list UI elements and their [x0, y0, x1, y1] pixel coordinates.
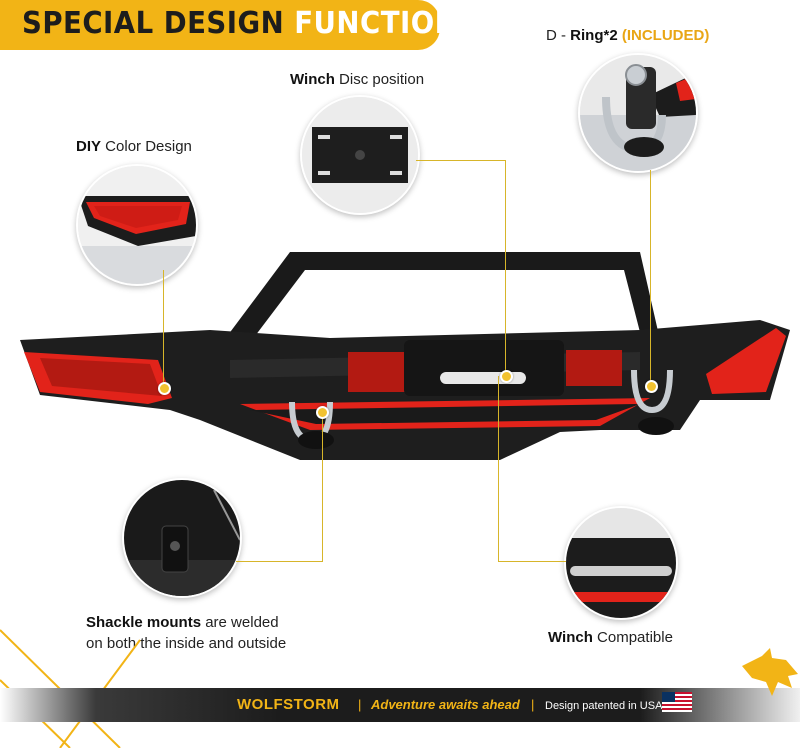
marker-dot-d-ring — [645, 380, 658, 393]
footer-separator-2: | — [531, 697, 535, 712]
marker-dot-winch-disc — [500, 370, 513, 383]
leader-line-winch-compat-v — [498, 376, 499, 562]
winch-compatible-detail-image — [566, 508, 676, 618]
label-d-ring-included: (INCLUDED) — [621, 27, 710, 44]
footer-patent: Design patented in USA — [545, 700, 663, 712]
shackle-mount-detail-image — [124, 480, 240, 596]
label-d-ring-prefix: D - — [546, 27, 571, 44]
us-flag-icon — [662, 692, 692, 712]
label-d-ring-bold: Ring*2 — [570, 27, 618, 44]
leader-line-shackle-h — [236, 561, 323, 562]
label-shackle-rest: are welded — [201, 614, 279, 631]
footer-separator-1: | — [358, 697, 362, 712]
label-diy-rest: Color Design — [101, 138, 192, 155]
banner-background — [0, 0, 440, 50]
label-shackle-line1: Shackle mounts are welded — [86, 614, 279, 631]
label-winch-compatible: Winch Compatible — [548, 629, 673, 646]
label-winch-disc-bold: Winch — [290, 71, 335, 88]
marker-dot-diy — [158, 382, 171, 395]
label-shackle-line2: on both the inside and outside — [86, 635, 287, 652]
label-winch-compat-rest: Compatible — [592, 629, 673, 646]
leader-line-d-ring — [650, 170, 651, 385]
circle-winch-compatible-detail — [564, 506, 678, 620]
circle-winch-disc-detail — [300, 95, 420, 215]
footer-brand: WOLFSTORM — [237, 696, 340, 713]
circle-shackle-mount-detail — [122, 478, 242, 598]
banner-word-special-design: SPECIAL DESIGN — [22, 6, 285, 41]
wolf-logo-icon — [742, 648, 798, 696]
circle-diy-color-detail — [76, 164, 198, 286]
circle-d-ring-detail — [578, 53, 698, 173]
marker-dot-shackle — [316, 406, 329, 419]
footer-slogan: Adventure awaits ahead — [371, 697, 520, 712]
leader-line-diy — [163, 270, 164, 385]
winch-disc-detail-image — [302, 97, 418, 213]
banner-title: SPECIAL DESIGN FUNCTION — [22, 6, 458, 41]
label-d-ring: D - Ring*2 (INCLUDED) — [546, 27, 709, 44]
label-winch-compat-bold: Winch — [548, 629, 593, 646]
label-shackle-bold: Shackle mounts — [86, 614, 202, 631]
leader-line-winch-disc-v — [505, 160, 506, 376]
banner-word-function: FUNCTION — [294, 6, 459, 41]
label-diy-color: DIY Color Design — [76, 138, 192, 155]
leader-line-shackle-v — [322, 412, 323, 562]
label-winch-disc: Winch Disc position — [290, 71, 424, 88]
diy-color-detail-image — [78, 166, 196, 284]
leader-line-winch-disc-h — [416, 160, 506, 161]
leader-line-winch-compat-h — [498, 561, 566, 562]
label-winch-disc-rest: Disc position — [334, 71, 425, 88]
label-diy-bold: DIY — [76, 138, 102, 155]
decorative-lines — [0, 629, 141, 748]
